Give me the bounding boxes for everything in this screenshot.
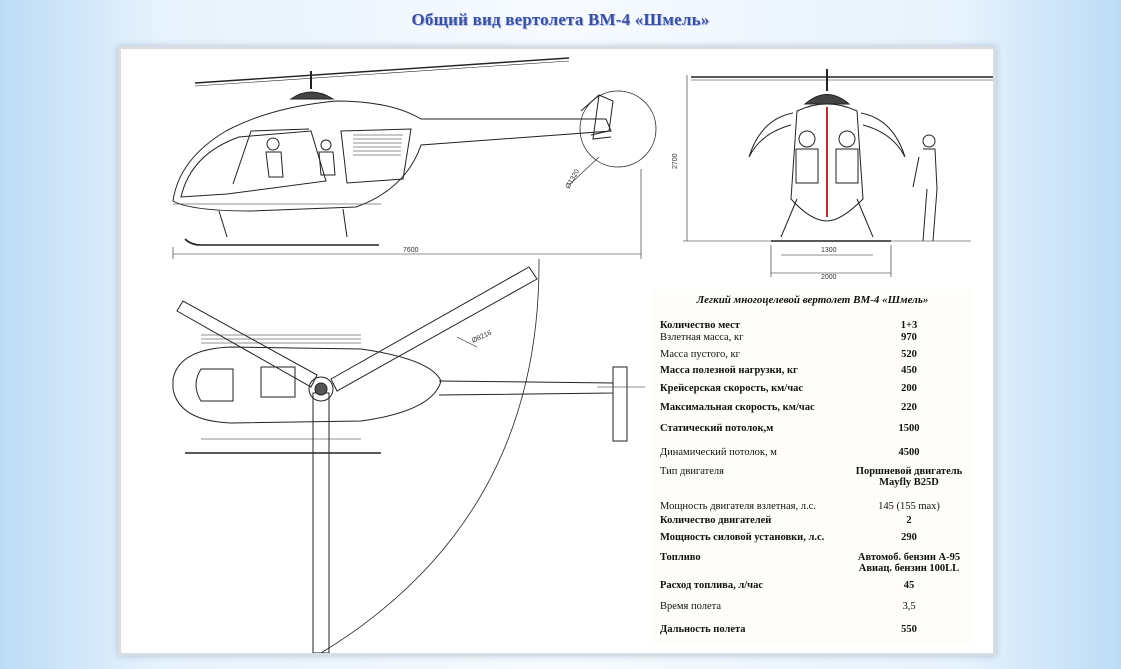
spec-label: Тип двигателя [660,466,724,477]
spec-label: Количество двигателей [660,515,772,526]
helicopter-drawing: 7600 2700 Ø1320 Ø8216 1300 2000 [172,57,993,653]
spec-value: 290 [901,532,917,543]
spec-value: 4500 [898,447,920,458]
drawing-frame: 7600 2700 Ø1320 Ø8216 1300 2000 Легкий м… [118,46,996,656]
spec-label: Количество мест [660,320,740,331]
spec-value: 145 (155 max) [878,501,940,512]
spec-label: Крейсерская скорость, км/час [660,383,804,394]
spec-value: 2 [906,515,912,526]
spec-label: Мощность силовой установки, л.с. [660,532,825,543]
skid-track-dimension: 1300 [821,247,837,254]
spec-value: 200 [901,383,917,394]
spec-value: 220 [901,402,917,413]
spec-label: Масса пустого, кг [660,349,740,360]
spec-value: 1+3 [900,320,918,331]
spec-value: 3,5 [902,601,916,612]
tail-rotor-diameter: Ø1320 [565,168,582,190]
spec-value: 450 [901,365,917,376]
spec-label: Топливо [660,552,701,563]
spec-value: 1500 [898,423,920,434]
spec-value: Поршневой двигатель Mayfly B25D [855,466,963,488]
spec-label: Дальность полета [660,624,746,635]
front-view [683,69,993,277]
spec-label: Время полета [660,601,722,612]
spec-value: 45 [903,580,915,591]
spec-label: Взлетная масса, кг [660,332,744,343]
height-dimension: 2700 [672,153,679,169]
spec-table: Легкий многоцелевой вертолет ВМ-4 «Шмель… [652,289,973,644]
spec-label: Динамический потолок, м [660,447,777,458]
width-dimension: 2000 [821,274,837,281]
spec-value: 520 [901,349,917,360]
side-view [172,57,657,259]
spec-label: Статический потолок,м [660,423,774,434]
spec-label: Максимальная скорость, км/час [660,402,815,413]
spec-value: 550 [901,624,917,635]
spec-label: Мощность двигателя взлетная, л.с. [660,501,816,512]
spec-label: Масса полезной нагрузки, кг [660,365,798,376]
spec-value: 970 [901,332,917,343]
spec-title: Легкий многоцелевой вертолет ВМ-4 «Шмель… [696,294,929,306]
main-rotor-diameter: Ø8216 [471,330,493,345]
length-dimension: 7600 [403,247,419,254]
spec-label: Расход топлива, л/час [660,580,763,591]
top-view [172,258,645,653]
slide-title: Общий вид вертолета ВМ-4 «Шмель» [411,10,710,29]
spec-value: Автомоб. бензин А-95 Авиац. бензин 100LL [857,552,961,574]
